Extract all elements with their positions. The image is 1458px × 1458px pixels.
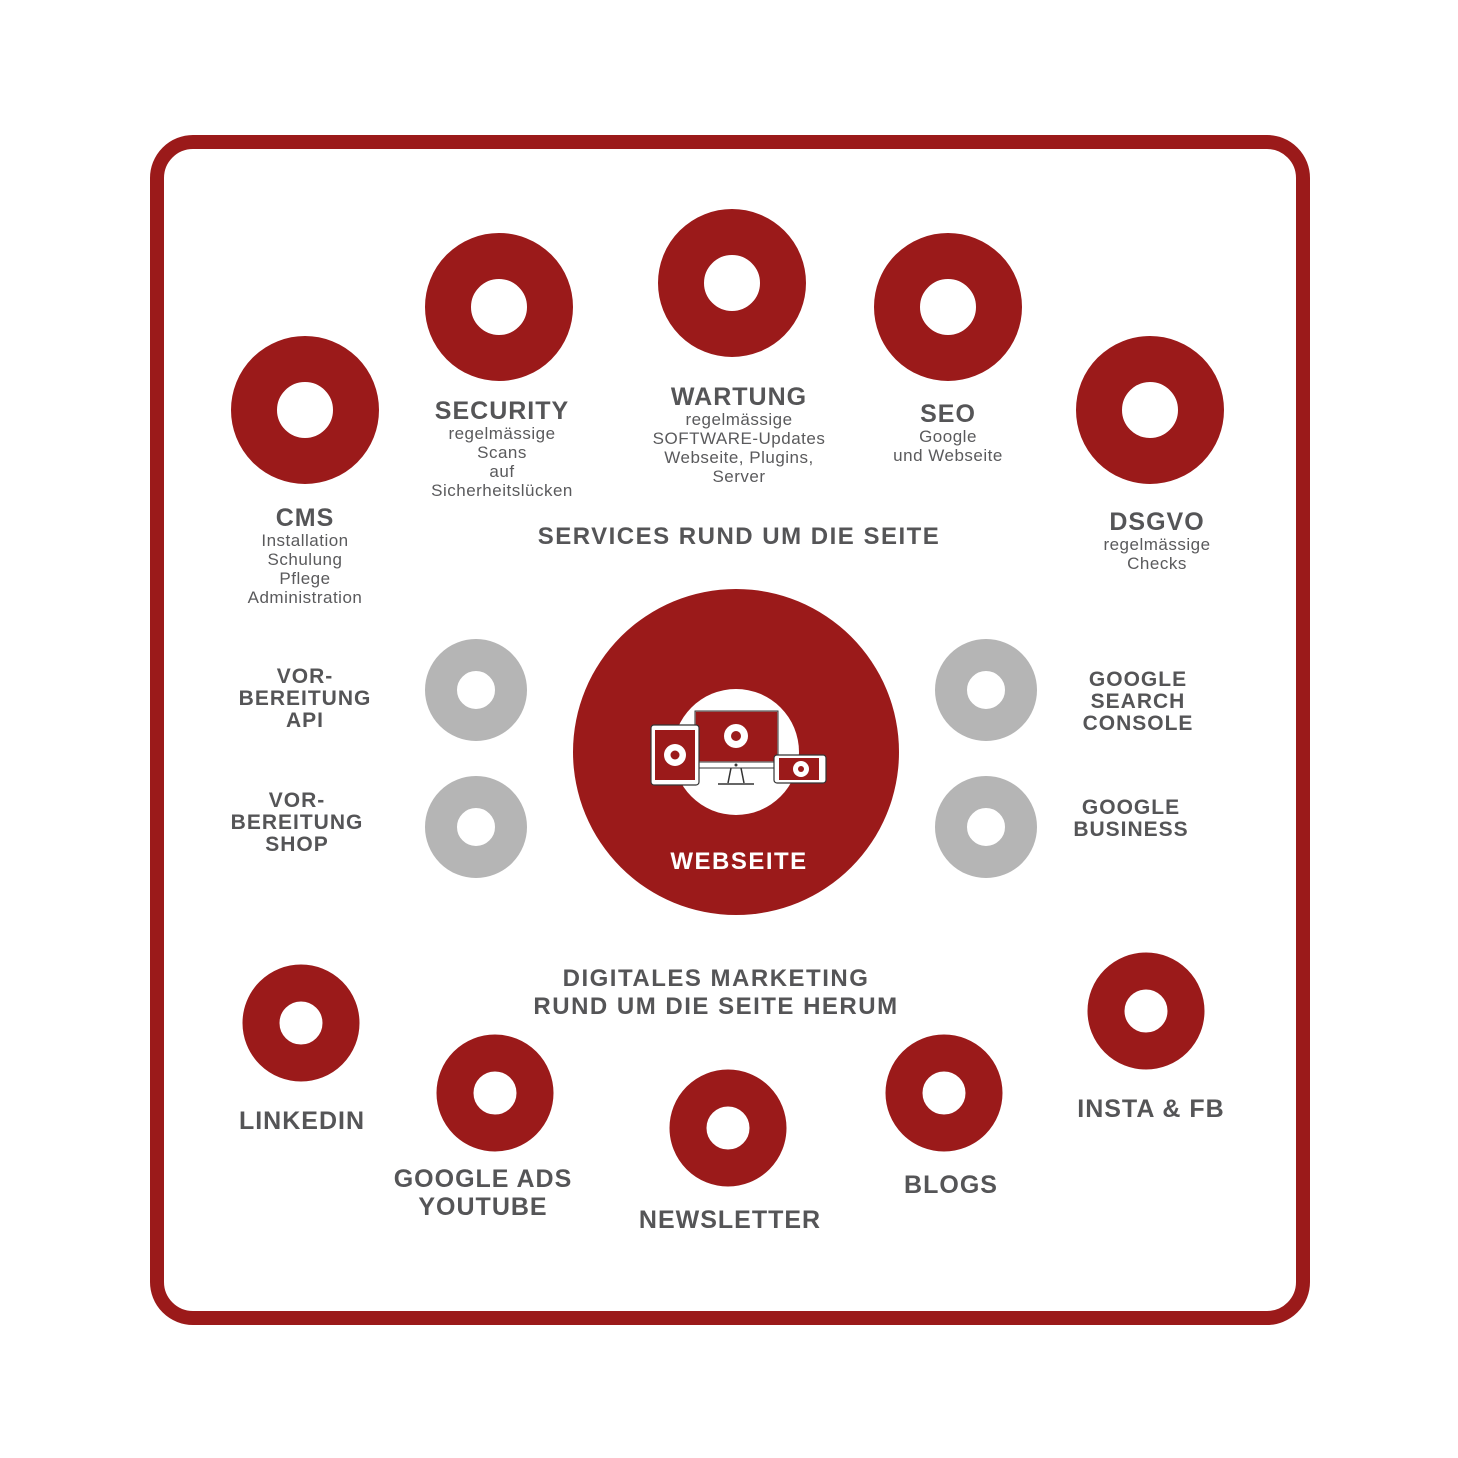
ring-search-console [935,639,1037,741]
label-google-ads-youtube: GOOGLE ADS YOUTUBE [393,1165,573,1221]
label-vorbereitung-shop: VOR- BEREITUNG SHOP [230,789,364,856]
ring-business [935,776,1037,878]
label-cms: CMS Installation Schulung Pflege Adminis… [247,504,363,607]
ring-wartung [658,209,806,357]
ring-seo [874,233,1022,381]
ring-google-ads [436,1034,554,1152]
outer-frame [150,135,1310,1325]
ring-blogs [885,1034,1003,1152]
label-seo: SEO Google und Webseite [893,400,1003,465]
label-newsletter: NEWSLETTER [638,1206,822,1234]
center-title: WEBSEITE [670,848,808,875]
ring-shop [425,776,527,878]
label-linkedin: LINKEDIN [238,1107,366,1135]
label-wartung: WARTUNG regelmässige SOFTWARE-Updates We… [652,383,826,486]
ring-api [425,639,527,741]
ring-security [425,233,573,381]
devices-icon [650,710,827,786]
ring-newsletter [669,1069,787,1187]
section-services: SERVICES RUND UM DIE SEITE [537,523,941,550]
ring-dsgvo [1076,336,1224,484]
label-dsgvo: DSGVO regelmässige Checks [1103,508,1211,573]
section-marketing: DIGITALES MARKETING RUND UM DIE SEITE HE… [533,965,899,1020]
label-blogs: BLOGS [904,1171,998,1199]
ring-cms [231,336,379,484]
label-google-business: GOOGLE BUSINESS [1073,796,1189,841]
ring-insta-fb [1087,952,1205,1070]
label-insta-fb: INSTA & FB [1077,1095,1225,1123]
label-vorbereitung-api: VOR- BEREITUNG API [238,665,372,732]
ring-linkedin [242,964,360,1082]
label-security: SECURITY regelmässige Scans auf Sicherhe… [431,397,573,500]
label-google-search-console: GOOGLE SEARCH CONSOLE [1082,668,1194,735]
